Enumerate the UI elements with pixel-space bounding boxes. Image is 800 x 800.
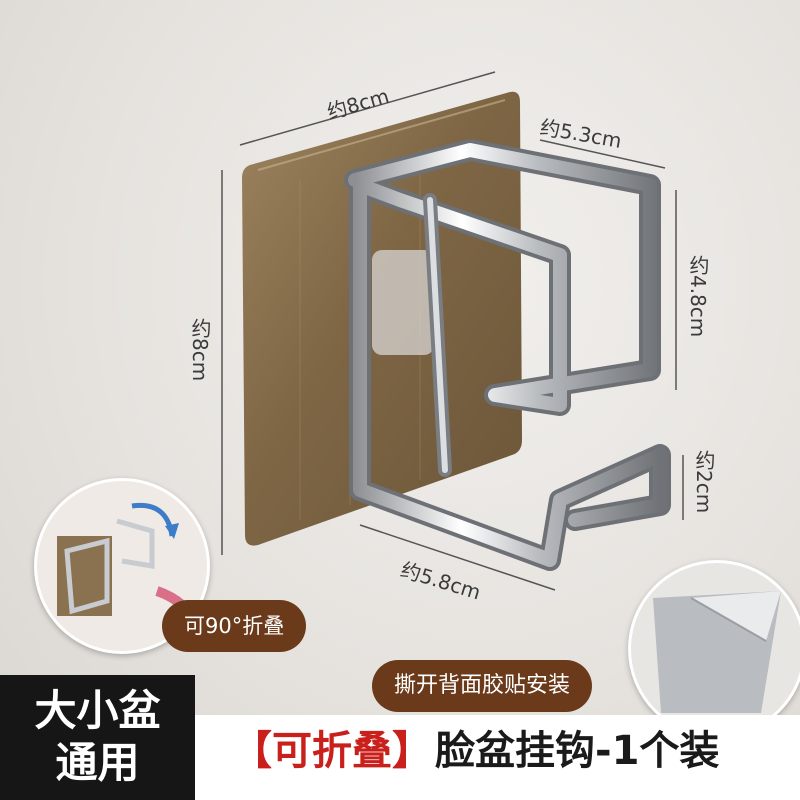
size-label-line2: 通用 <box>55 738 140 787</box>
bottom-bar: 大小盆 通用 <box>0 675 800 800</box>
title-accent: 【可折叠】 <box>232 728 432 774</box>
foldable-badge: 可90°折叠 <box>162 600 307 652</box>
dim-right-height: 约4.8cm <box>686 255 710 338</box>
dimension-lines <box>221 71 684 591</box>
adhesive-photo <box>628 560 800 738</box>
dim-left-height: 约8cm <box>188 318 212 382</box>
chrome-hook <box>344 139 671 571</box>
product-title: 脸盆挂钩-1个装 <box>435 728 720 774</box>
install-badge: 撕开背面胶贴安装 <box>372 660 593 712</box>
size-label-box: 大小盆 通用 <box>0 675 195 800</box>
title-background <box>195 715 800 800</box>
size-label-line1: 大小盆 <box>34 686 161 735</box>
dim-hook-height: 约2cm <box>692 450 716 514</box>
